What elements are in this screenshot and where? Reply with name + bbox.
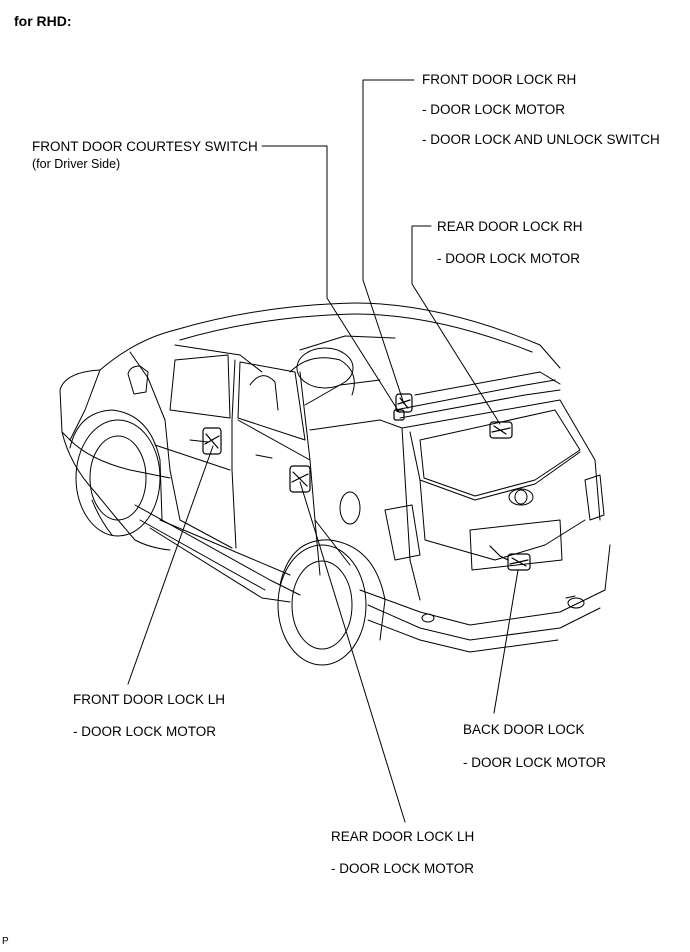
leader-back-door-lock: [493, 569, 519, 714]
rear-door-lock-lh-component: [289, 465, 311, 493]
leader-front-door-lock-rh: [362, 79, 415, 405]
corner-mark: P: [2, 936, 9, 947]
label-back-door-lock-motor: - DOOR LOCK MOTOR: [463, 755, 607, 770]
label-front-door-lock-rh-motor: - DOOR LOCK MOTOR: [422, 102, 566, 117]
label-rear-door-lock-rh-motor: - DOOR LOCK MOTOR: [437, 251, 581, 266]
label-rear-door-lock-lh-motor: - DOOR LOCK MOTOR: [331, 861, 475, 876]
leader-front-door-lock-lh: [127, 445, 214, 685]
label-front-door-lock-lh: FRONT DOOR LOCK LH: [73, 692, 226, 707]
label-front-door-courtesy-switch: FRONT DOOR COURTESY SWITCH: [32, 139, 258, 154]
label-front-door-lock-rh-switch: - DOOR LOCK AND UNLOCK SWITCH: [422, 132, 660, 147]
vehicle-body: [59, 302, 611, 666]
label-rear-door-lock-lh: REAR DOOR LOCK LH: [331, 829, 475, 844]
door-lock-components: [202, 393, 531, 571]
label-rear-door-lock-rh: REAR DOOR LOCK RH: [437, 219, 583, 234]
page-title: for RHD:: [14, 13, 72, 29]
back-door-lock-component: [489, 545, 531, 571]
label-back-door-lock: BACK DOOR LOCK: [463, 722, 585, 737]
leader-rear-door-lock-rh: [411, 225, 501, 425]
leader-lines: [127, 79, 519, 823]
front-door-lock-lh-component: [202, 427, 222, 455]
label-front-door-lock-rh: FRONT DOOR LOCK RH: [422, 72, 577, 87]
label-front-door-lock-lh-motor: - DOOR LOCK MOTOR: [73, 724, 217, 739]
label-courtesy-switch-sub: (for Driver Side): [32, 157, 121, 171]
courtesy-switch-component: [393, 409, 405, 421]
leader-rear-door-lock-lh: [299, 481, 406, 823]
leader-courtesy-switch: [261, 145, 400, 413]
rear-door-lock-rh-component: [489, 421, 513, 439]
